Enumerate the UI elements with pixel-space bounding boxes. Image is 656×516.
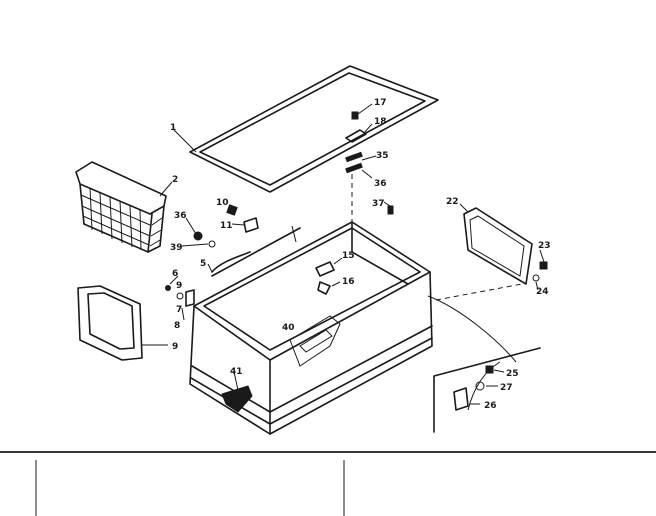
- callout-25: 25: [506, 369, 519, 379]
- callout-23: 23: [538, 241, 551, 251]
- callout-15: 15: [342, 251, 355, 261]
- callout-8: 8: [174, 321, 180, 331]
- callout-11: 11: [220, 221, 233, 231]
- side-panel: [77, 285, 168, 361]
- callout-16: 16: [342, 277, 355, 287]
- callout-37: 37: [372, 199, 385, 209]
- back-panel: [459, 203, 548, 291]
- page-separator: [0, 451, 656, 516]
- callout-18: 18: [374, 117, 387, 127]
- callout-27: 27: [500, 383, 513, 393]
- callout-2: 2: [172, 175, 178, 185]
- callout-6: 6: [172, 269, 178, 279]
- callout-41: 41: [230, 367, 243, 377]
- callout-36-body: 36: [174, 211, 187, 221]
- assembly-line: [351, 174, 523, 301]
- callout-1: 1: [170, 123, 176, 133]
- callout-39: 39: [170, 243, 183, 253]
- lid-hinge-parts: [345, 103, 377, 179]
- wire-basket: [75, 161, 173, 253]
- callout-36-hinge: 36: [374, 179, 387, 189]
- callout-24: 24: [536, 287, 549, 297]
- callout-5: 5: [200, 259, 206, 269]
- callout-9-side-panel: 9: [172, 342, 178, 352]
- callout-22: 22: [446, 197, 459, 207]
- callout-labels: 1 2 5 6 7 8 9 9 10 11 15 16 17 18 22 23 …: [170, 98, 551, 411]
- callout-17: 17: [374, 98, 387, 108]
- cooler-body: [189, 221, 433, 435]
- callout-10: 10: [216, 198, 229, 208]
- screw-37: [383, 201, 394, 215]
- callout-26: 26: [484, 401, 497, 411]
- lid-gasket: [173, 65, 439, 193]
- latch-parts: [165, 275, 195, 321]
- hinge-rod-parts: [181, 204, 301, 277]
- callout-40: 40: [282, 323, 295, 333]
- drain-parts: [315, 257, 343, 295]
- callout-35: 35: [376, 151, 389, 161]
- callout-9-latch: 9: [176, 281, 182, 291]
- inset-detail: [427, 295, 541, 433]
- callout-7: 7: [176, 305, 182, 315]
